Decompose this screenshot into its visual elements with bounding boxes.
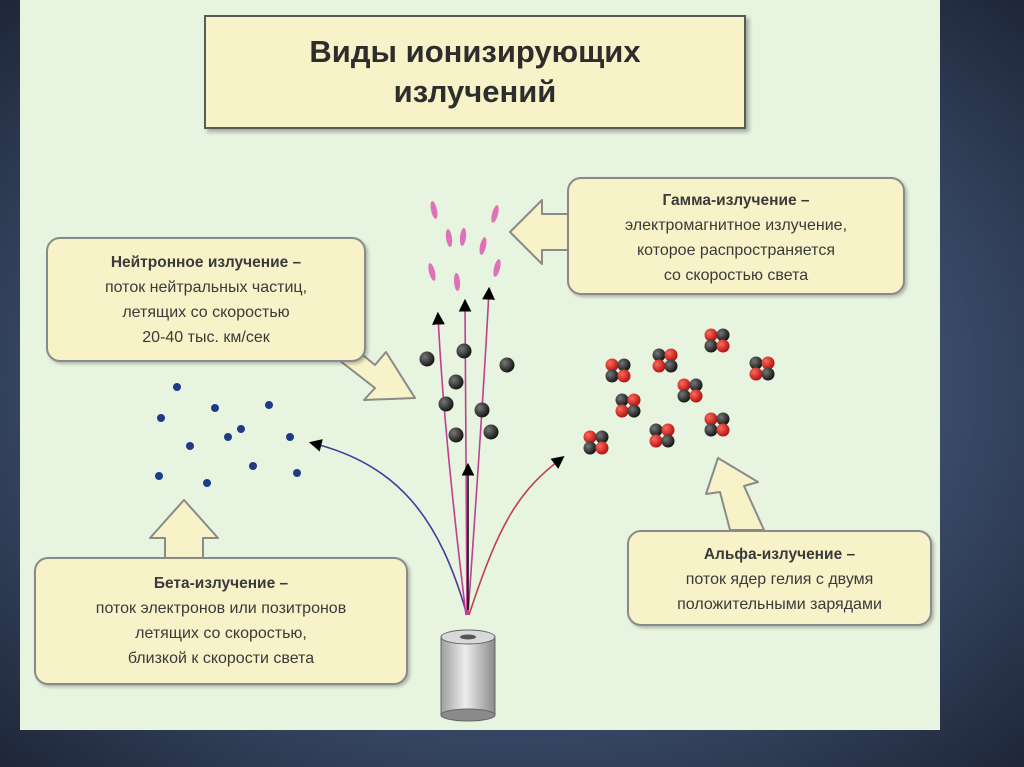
beta-particle [265,401,273,409]
alpha-particles [583,328,775,455]
gamma-arrow [509,199,573,265]
neutron-particle [456,343,472,359]
page-title: Виды ионизирующих излучений [309,34,641,109]
gamma-photon [428,263,436,281]
alpha-callout: Альфа-излучение – поток ядер гелия с дву… [627,530,932,626]
title-box: Виды ионизирующих излучений [204,15,746,129]
neutron-particle [483,424,499,440]
beta-particle [293,469,301,477]
gamma-photon [430,201,438,219]
gamma-photon [479,237,487,255]
beta-ray [308,439,468,616]
beta-particle [155,472,163,480]
alpha-particle [583,430,609,455]
beta-particle [249,462,257,470]
gamma-photon [493,259,501,277]
beta-particle [211,404,219,412]
beta-particle [157,414,165,422]
gamma-photon [459,228,467,246]
alpha-heading: Альфа-излучение – [703,546,856,563]
neutron-heading: Нейтронное излучение – [110,254,302,271]
beta-particle [186,442,194,450]
alpha-ray [468,456,565,616]
beta-arrow [149,499,219,561]
gamma-photons [428,201,501,291]
alpha-particle [704,328,730,353]
alpha-particle [605,358,631,383]
gamma-callout: Гамма-излучение – электромагнитное излуч… [567,177,905,295]
beta-particles [155,383,301,487]
gamma-photon [491,205,499,223]
alpha-description: поток ядер гелия с двумя положительными … [677,571,882,613]
beta-heading: Бета-излучение – [153,575,289,592]
alpha-arrow [705,457,765,531]
neutron-particle [474,402,490,418]
gamma-photon [453,273,461,291]
beta-particle [237,425,245,433]
neutron-description: поток нейтральных частиц, летящих со ско… [104,279,308,346]
alpha-particle [649,423,675,448]
beta-particle [173,383,181,391]
neutron-callout: Нейтронное излучение – поток нейтральных… [46,237,366,362]
neutron-particle [419,351,435,367]
gamma-photon [445,229,453,247]
emission-rays [308,286,565,616]
neutron-particle [499,357,515,373]
gamma-description: электромагнитное излучение, которое расп… [624,217,848,284]
beta-callout: Бета-излучение – поток электронов или по… [34,557,408,685]
neutron-particle [448,374,464,390]
beta-particle [286,433,294,441]
alpha-particle [677,378,703,403]
alpha-particle [615,393,641,418]
gamma-heading: Гамма-излучение – [662,192,810,209]
radiation-source [440,629,496,722]
neutron-particle [438,396,454,412]
callout-arrows [149,199,765,561]
beta-particle [224,433,232,441]
alpha-particle [749,356,775,381]
gamma-ray-left [432,311,467,616]
alpha-particle [652,348,678,373]
beta-description: поток электронов или позитронов летящих … [95,600,347,667]
neutron-particles [419,343,515,443]
alpha-particle [704,412,730,437]
neutron-particle [448,427,464,443]
gamma-ray-right [467,286,495,616]
beta-particle [203,479,211,487]
